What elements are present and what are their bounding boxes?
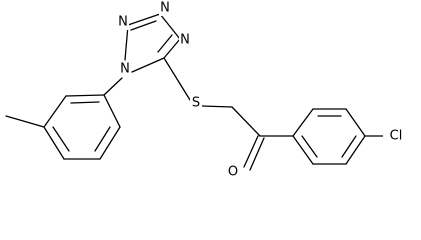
bond-n2-n1	[124, 24, 129, 61]
bond-ar1	[292, 108, 314, 137]
bond-n1-c5	[131, 57, 165, 73]
bond-ch2-co	[231, 106, 261, 137]
atom-n1-label: N	[120, 62, 130, 77]
atom-n4: N	[179, 33, 191, 48]
bond-s-ch2	[201, 105, 233, 108]
bond-c-o-double	[249, 137, 265, 171]
bond-ar3	[345, 108, 366, 137]
atom-cl-label: Cl	[390, 129, 403, 144]
atom-o: O	[227, 164, 239, 180]
atom-n3-label: N	[160, 1, 170, 16]
atom-n2-label: N	[118, 15, 128, 30]
bond-tol2	[99, 126, 121, 160]
bond-tol-inner-a	[94, 126, 111, 152]
atom-o-label: O	[228, 165, 238, 180]
bond-n3-n2	[127, 13, 161, 26]
molecule-structure: N N N N S O Cl	[5, 0, 409, 180]
bond-layer	[5, 13, 384, 171]
atom-n2: N	[117, 15, 129, 30]
bond-tol-inner-b	[52, 126, 70, 152]
bond-ar-inner-b	[341, 135, 357, 158]
atom-cl: Cl	[383, 128, 409, 144]
bond-ar-inner-c	[301, 135, 318, 158]
bond-methyl	[5, 115, 45, 128]
bond-tol5	[43, 95, 67, 128]
atom-n3: N	[159, 1, 171, 16]
bond-tol6	[65, 94, 105, 97]
atom-n1: N	[119, 62, 131, 77]
bond-tol4	[43, 126, 65, 160]
bond-n1-tolyl	[103, 77, 123, 96]
bond-tol-inner-c	[70, 101, 100, 104]
bond-tol1	[103, 94, 121, 128]
bond-c-o	[243, 135, 259, 168]
bond-c5-n4	[163, 38, 181, 59]
atom-s-label: S	[192, 96, 200, 111]
bond-ar4	[345, 135, 366, 165]
atom-n4-label: N	[180, 33, 190, 48]
bond-n3-n2-double	[130, 20, 157, 31]
bond-c5-s	[163, 57, 191, 101]
bond-c5-n4-double	[157, 34, 173, 53]
bond-n4-n3	[159, 13, 181, 40]
bond-ar6	[292, 135, 314, 165]
atom-s: S	[190, 96, 202, 111]
atom-label-layer: N N N N S O Cl	[117, 1, 409, 180]
